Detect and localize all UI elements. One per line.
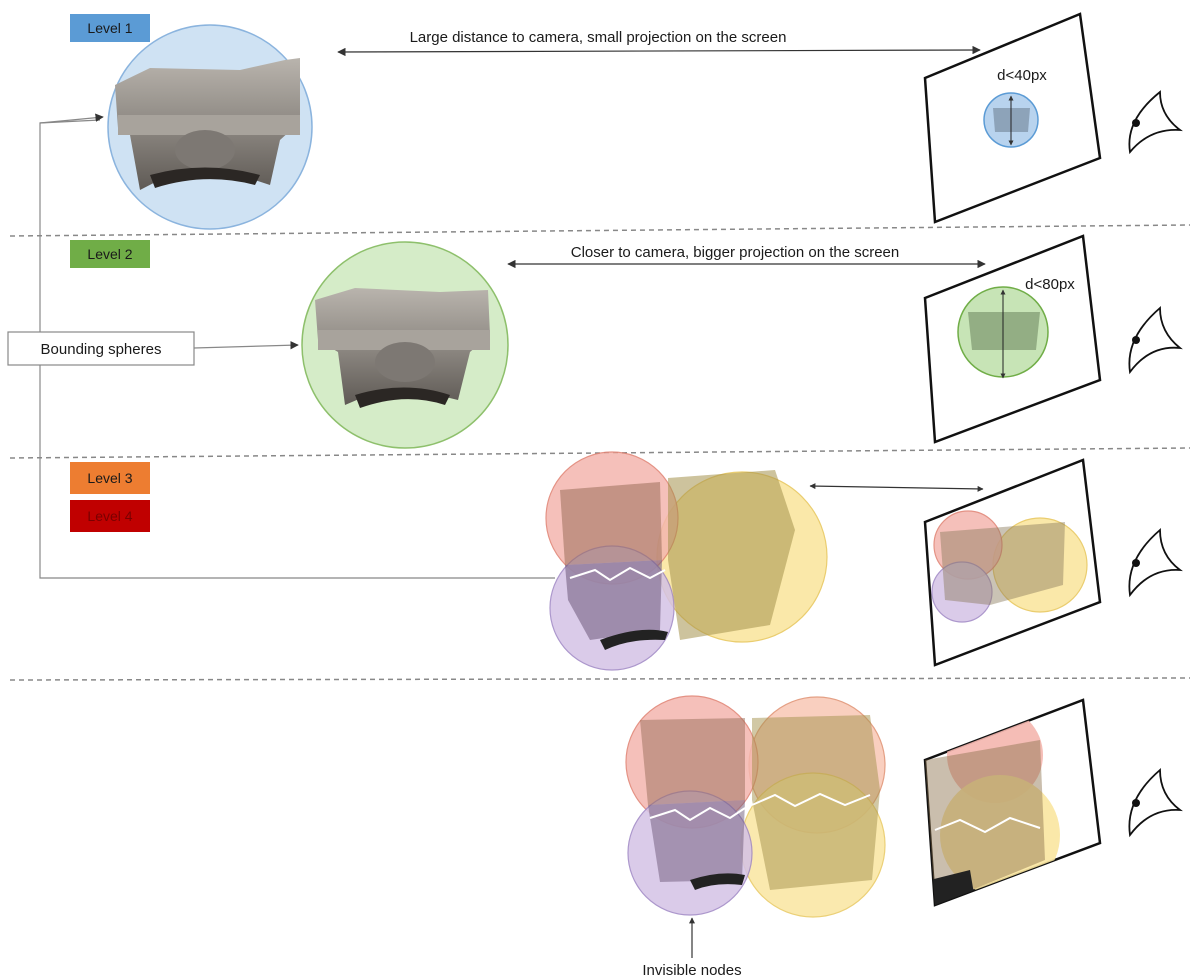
level-4-row: Invisible nodes	[625, 695, 1183, 978]
level-1-badge	[70, 14, 150, 42]
level-1-row: Level 1 Large distance to camera, small …	[70, 12, 1183, 230]
eye-icon	[1128, 528, 1183, 598]
eye-icon	[1128, 768, 1183, 838]
level-1-label: Level 1	[87, 20, 132, 36]
eye-icon	[1128, 306, 1183, 375]
bounding-spheres-callout: Bounding spheres	[7, 113, 555, 579]
level-3-badge	[70, 462, 150, 494]
level-2-label: Level 2	[87, 246, 132, 262]
invisible-nodes-label: Invisible nodes	[642, 962, 741, 978]
child-nodes-level-4	[625, 695, 886, 918]
far-arrow	[337, 45, 981, 57]
separator-3	[9, 677, 1191, 681]
level-4-label: Level 4	[87, 508, 132, 524]
capital-model-level-2	[315, 288, 490, 408]
level-3-row: Level 3 Level 4	[70, 451, 1183, 671]
eye-icon	[1128, 90, 1183, 155]
child-nodes-level-3	[545, 451, 828, 671]
level-3-arrow	[809, 483, 984, 492]
far-annotation: Large distance to camera, small projecti…	[410, 29, 787, 46]
screen-level-4	[923, 698, 1102, 907]
level-2-row: Level 2 Closer to camera, bigger project…	[70, 234, 1183, 449]
level-2-badge	[70, 240, 150, 268]
d2-label: d<80px	[1025, 276, 1075, 293]
bounding-spheres-box	[7, 331, 195, 366]
level-3-label: Level 3	[87, 470, 132, 486]
bounding-spheres-label: Bounding spheres	[41, 341, 162, 358]
level-4-badge	[70, 500, 150, 532]
d1-label: d<40px	[997, 67, 1047, 84]
separator-2	[9, 447, 1191, 459]
closer-annotation: Closer to camera, bigger projection on t…	[571, 244, 900, 261]
capital-model-level-1	[115, 58, 300, 190]
separator-1	[9, 224, 1191, 237]
